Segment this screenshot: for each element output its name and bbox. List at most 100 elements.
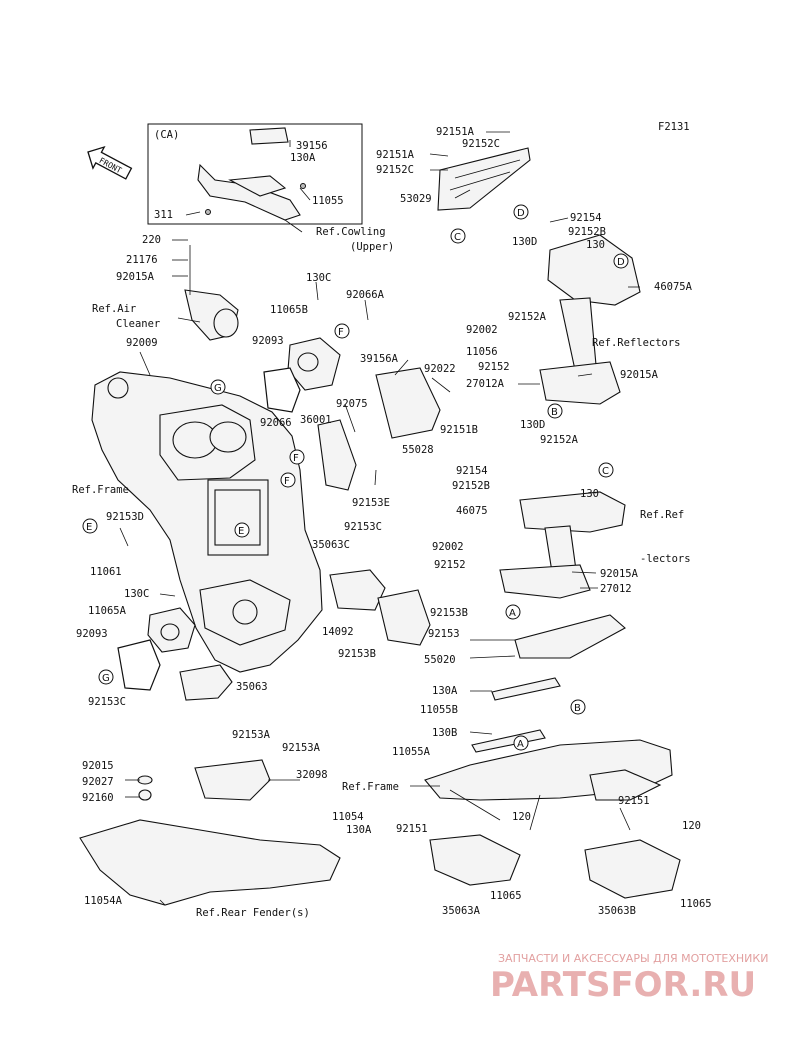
part-label: -lectors (640, 553, 691, 565)
bracket-36001 (317, 419, 357, 491)
box-32098 (194, 759, 271, 801)
part-label: 311 (154, 209, 173, 221)
ca-inset-box (147, 123, 363, 225)
part-label: 92153D (106, 511, 144, 523)
part-label: Ref.Reflectors (592, 337, 681, 349)
watermark-logo: PARTSFOR.RU (490, 965, 756, 1005)
part-label: 11055A (392, 746, 431, 758)
callout-circle: E (234, 522, 250, 538)
cover-39156A (375, 367, 441, 439)
callout-circle: D (513, 204, 529, 220)
part-label: 35063C (312, 539, 350, 551)
svg-text:A: A (517, 739, 524, 750)
callout-circle: F (289, 449, 305, 465)
part-label: 92153E (352, 497, 390, 509)
svg-text:D: D (617, 257, 625, 268)
part-label: 92009 (126, 337, 158, 349)
cover-55020 (514, 614, 626, 659)
bracket-46075A (547, 234, 641, 306)
part-label: 46075 (456, 505, 488, 517)
part-label: 11065B (270, 304, 308, 316)
svg-text:C: C (602, 466, 609, 477)
part-number-labels: 39156 130A 11055 311 Ref.Cowling (Upper)… (72, 126, 712, 919)
part-label: 92093 (76, 628, 108, 640)
svg-text:F: F (338, 327, 344, 338)
part-label: 130A (432, 685, 458, 697)
callout-circle: A (513, 735, 529, 751)
part-label: 11065 (490, 890, 522, 902)
part-label: 92152A (540, 434, 579, 446)
svg-text:G: G (102, 673, 110, 684)
callout-circles: C D D B C B A A G G E E F F F (82, 204, 629, 751)
part-label: 92152C (376, 164, 414, 176)
part-label: 92152A (508, 311, 547, 323)
svg-text:B: B (574, 703, 581, 714)
callout-circle: B (570, 699, 586, 715)
part-label: 53029 (400, 193, 432, 205)
part-label: 92153C (344, 521, 382, 533)
part-label: 92152 (434, 559, 466, 571)
callout-circle: D (613, 253, 629, 269)
leader-lines (119, 131, 640, 906)
rear-fender (79, 819, 341, 906)
gasket-upper (263, 367, 301, 413)
callout-circle: G (210, 379, 226, 395)
bracket-35063 (179, 664, 233, 701)
part-label: 55020 (424, 654, 456, 666)
part-label: 92153C (88, 696, 126, 708)
callout-circle: A (505, 604, 521, 620)
svg-text:F: F (293, 453, 299, 464)
part-label: 130C (124, 588, 149, 600)
part-label: 130A (290, 152, 316, 164)
part-label: 92154 (570, 212, 602, 224)
svg-text:B: B (551, 407, 558, 418)
part-label: 130 (586, 239, 605, 251)
part-label: 120 (512, 811, 531, 823)
callout-circle: G (98, 669, 114, 685)
ca-inset-bracket (197, 127, 306, 221)
part-label: 55028 (402, 444, 434, 456)
part-label: 35063A (442, 905, 481, 917)
part-label: 92153 (428, 628, 460, 640)
part-label: 11065A (88, 605, 127, 617)
bracket-27012A (539, 361, 621, 405)
damper-92160 (138, 789, 152, 801)
callout-circle: E (82, 518, 98, 534)
bracket-35063A (429, 834, 521, 886)
air-cleaner-duct (184, 245, 239, 341)
part-label: 120 (682, 820, 701, 832)
part-label: 92153A (282, 742, 321, 754)
part-label: 130B (432, 727, 457, 739)
part-label: 39156 (296, 140, 328, 152)
part-label: 130D (520, 419, 545, 431)
part-label: 35063B (598, 905, 636, 917)
part-label: 92015 (82, 760, 114, 772)
front-arrow-icon: FRONT (87, 145, 133, 180)
part-label: 130A (346, 824, 372, 836)
part-label: 27012A (466, 378, 505, 390)
callout-circle: F (334, 323, 350, 339)
callout-circle: F (280, 472, 296, 488)
grommet-92027 (137, 775, 153, 785)
part-label: 11055B (420, 704, 458, 716)
svg-text:G: G (214, 383, 222, 394)
part-label: Ref.Cowling (316, 226, 386, 238)
part-label: 92002 (466, 324, 498, 336)
gasket-lower (117, 639, 161, 691)
part-label: 39156A (360, 353, 399, 365)
part-label: 92015A (116, 271, 155, 283)
part-label: 92015A (620, 369, 659, 381)
part-label: 32098 (296, 769, 328, 781)
svg-text:C: C (454, 232, 461, 243)
part-label: 11054 (332, 811, 364, 823)
part-label: 92152B (452, 480, 490, 492)
part-label: 130D (512, 236, 537, 248)
part-label: 92022 (424, 363, 456, 375)
svg-text:E: E (86, 522, 92, 533)
plate-53029 (437, 147, 531, 211)
svg-text:F: F (284, 476, 290, 487)
part-label: 92152B (568, 226, 606, 238)
part-label: (Upper) (350, 241, 394, 253)
part-label: Ref.Frame (342, 781, 399, 793)
